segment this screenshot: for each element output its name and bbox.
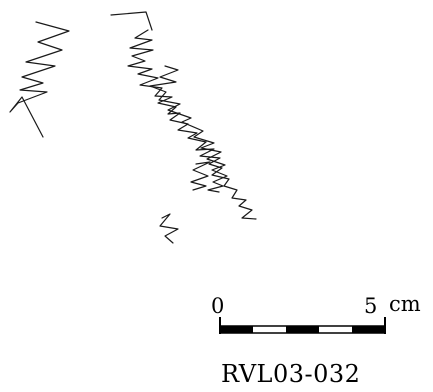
zigzag-stroke-secondary (149, 65, 228, 193)
zigzag-stroke-branch (190, 161, 211, 191)
scale-label-unit: cm (389, 292, 421, 316)
scale-label-start: 0 (211, 294, 225, 318)
zigzag-stroke-left (9, 21, 70, 138)
zigzag-stroke-top-hook (110, 11, 153, 31)
zigzag-stroke-main (127, 29, 257, 220)
zigzag-stroke-small (159, 213, 179, 244)
scale-segment-1 (220, 326, 253, 333)
scale-bar (219, 317, 386, 334)
scale-label-end: 5 (364, 294, 378, 318)
scale-segment-3 (286, 326, 319, 333)
specimen-caption: RVL03-032 (221, 360, 361, 388)
scale-segment-5 (352, 326, 385, 333)
